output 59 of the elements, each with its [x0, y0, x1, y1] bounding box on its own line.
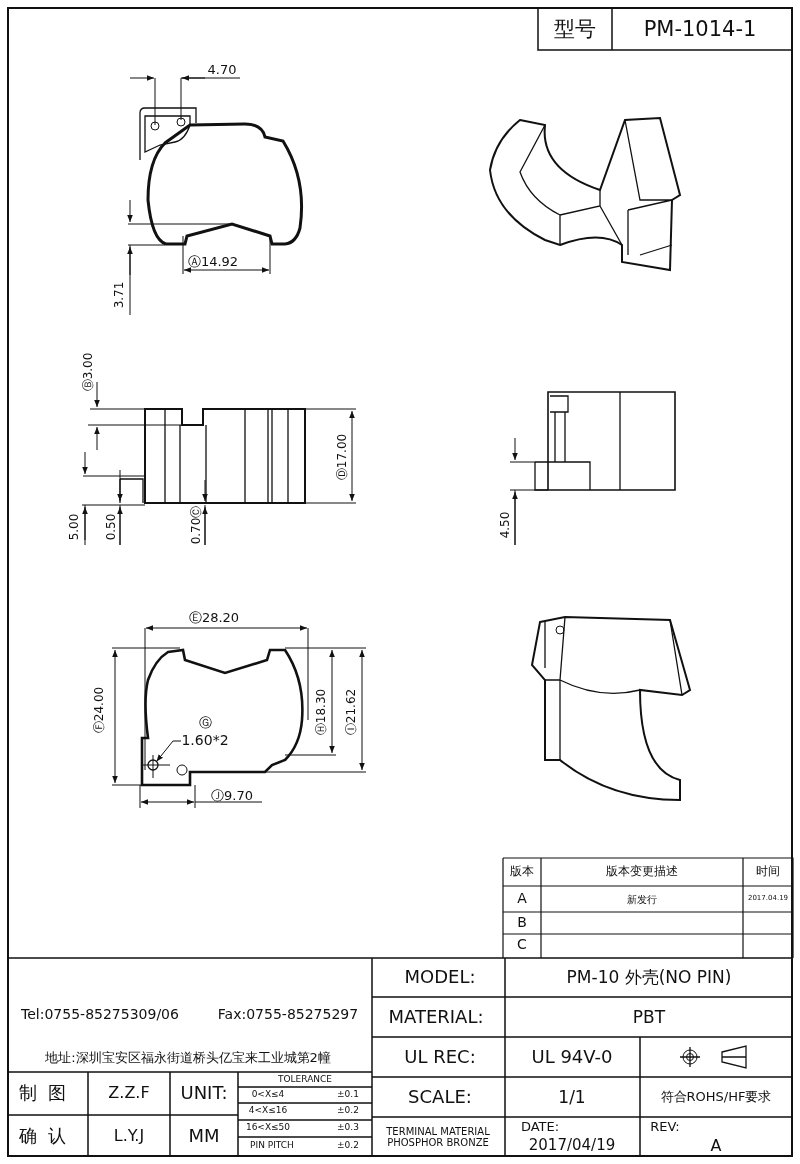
dimension-value: Ⓑ3.00 — [82, 352, 96, 392]
tolerance-value: ±0.3 — [337, 1123, 359, 1133]
dimension-value: Ⓓ17.00 — [336, 433, 350, 481]
signature-initials: Z.Z.F — [108, 1084, 150, 1102]
column-header: 版本 — [510, 865, 534, 879]
callout-text: 1.60*2 — [181, 733, 229, 749]
tolerance-value: ±0.1 — [337, 1090, 359, 1100]
mounting-hole — [147, 759, 159, 771]
tolerance-range: 16<X≤50 — [245, 1123, 291, 1133]
field-value: MM — [188, 1126, 220, 1146]
dimension-value: 4.70 — [207, 62, 237, 78]
address-text: 地址:深圳宝安区福永街道桥头亿宝来工业城第2幢 — [45, 1050, 331, 1066]
datum-mark: Ⓖ — [198, 715, 212, 731]
tolerance-value: ±0.2 — [337, 1141, 359, 1151]
field-label: SCALE: — [408, 1087, 472, 1107]
dimension-value: 5.00 — [68, 513, 82, 541]
field-label: 确认 — [19, 1126, 77, 1146]
field-label: REV: — [650, 1119, 680, 1135]
field-label: MATERIAL: — [388, 1007, 484, 1027]
field-label: UNIT: — [180, 1083, 228, 1103]
field-value: UL 94V-0 — [531, 1047, 613, 1067]
dimension-value: 0.50 — [105, 513, 119, 541]
dimension-value: Ⓕ24.00 — [93, 686, 107, 734]
revision-letter: A — [517, 891, 527, 907]
field-value: A — [710, 1137, 722, 1155]
field-value: 1/1 — [558, 1087, 586, 1107]
field-label: UL REC: — [404, 1047, 476, 1067]
revision-note: 新发行 — [627, 893, 657, 905]
leader-line — [156, 740, 182, 762]
field-value: PM-10 外壳(NO PIN) — [566, 967, 732, 987]
dimension-value: Ⓙ9.70 — [211, 788, 253, 804]
dimension-value: 4.50 — [499, 511, 513, 539]
column-header: 版本变更描述 — [606, 865, 678, 879]
tolerance-range: 0<X≤4 — [251, 1090, 285, 1100]
field-value: TERMINAL MATERIAL PHOSPHOR BRONZE — [385, 1126, 491, 1148]
revision-letter: C — [517, 937, 527, 953]
header-label: 型号 — [554, 18, 596, 42]
dimension-value: 0.70Ⓒ — [190, 505, 204, 545]
tolerance-range: 4<X≤16 — [248, 1106, 288, 1116]
field-label: MODEL: — [404, 967, 476, 987]
tolerance-value: ±0.2 — [337, 1106, 359, 1116]
signature-initials: L.Y.J — [113, 1127, 145, 1145]
dimension-value: Ⓗ18.30 — [315, 688, 329, 736]
dimension-value: 3.71 — [113, 281, 127, 309]
field-label: DATE: — [520, 1119, 560, 1135]
revision-letter: B — [517, 915, 527, 931]
column-header: 时间 — [756, 865, 780, 879]
field-value: 2017/04/19 — [528, 1136, 616, 1154]
fax-number: Fax:0755-85275297 — [217, 1007, 359, 1023]
field-value: PBT — [632, 1007, 666, 1027]
part-number: PM-1014-1 — [643, 18, 757, 42]
phone-number: Tel:0755-85275309/06 — [21, 1007, 179, 1023]
field-label: 制图 — [19, 1083, 77, 1103]
dimension-value: Ⓘ21.62 — [345, 688, 359, 736]
tolerance-range: PIN PITCH — [250, 1141, 294, 1151]
compliance-note: 符合ROHS/HF要求 — [660, 1089, 772, 1105]
dimension-value: Ⓔ28.20 — [188, 610, 240, 626]
tolerance-heading: TOLERANCE — [278, 1075, 332, 1085]
dimension-value: Ⓐ14.92 — [187, 254, 239, 270]
